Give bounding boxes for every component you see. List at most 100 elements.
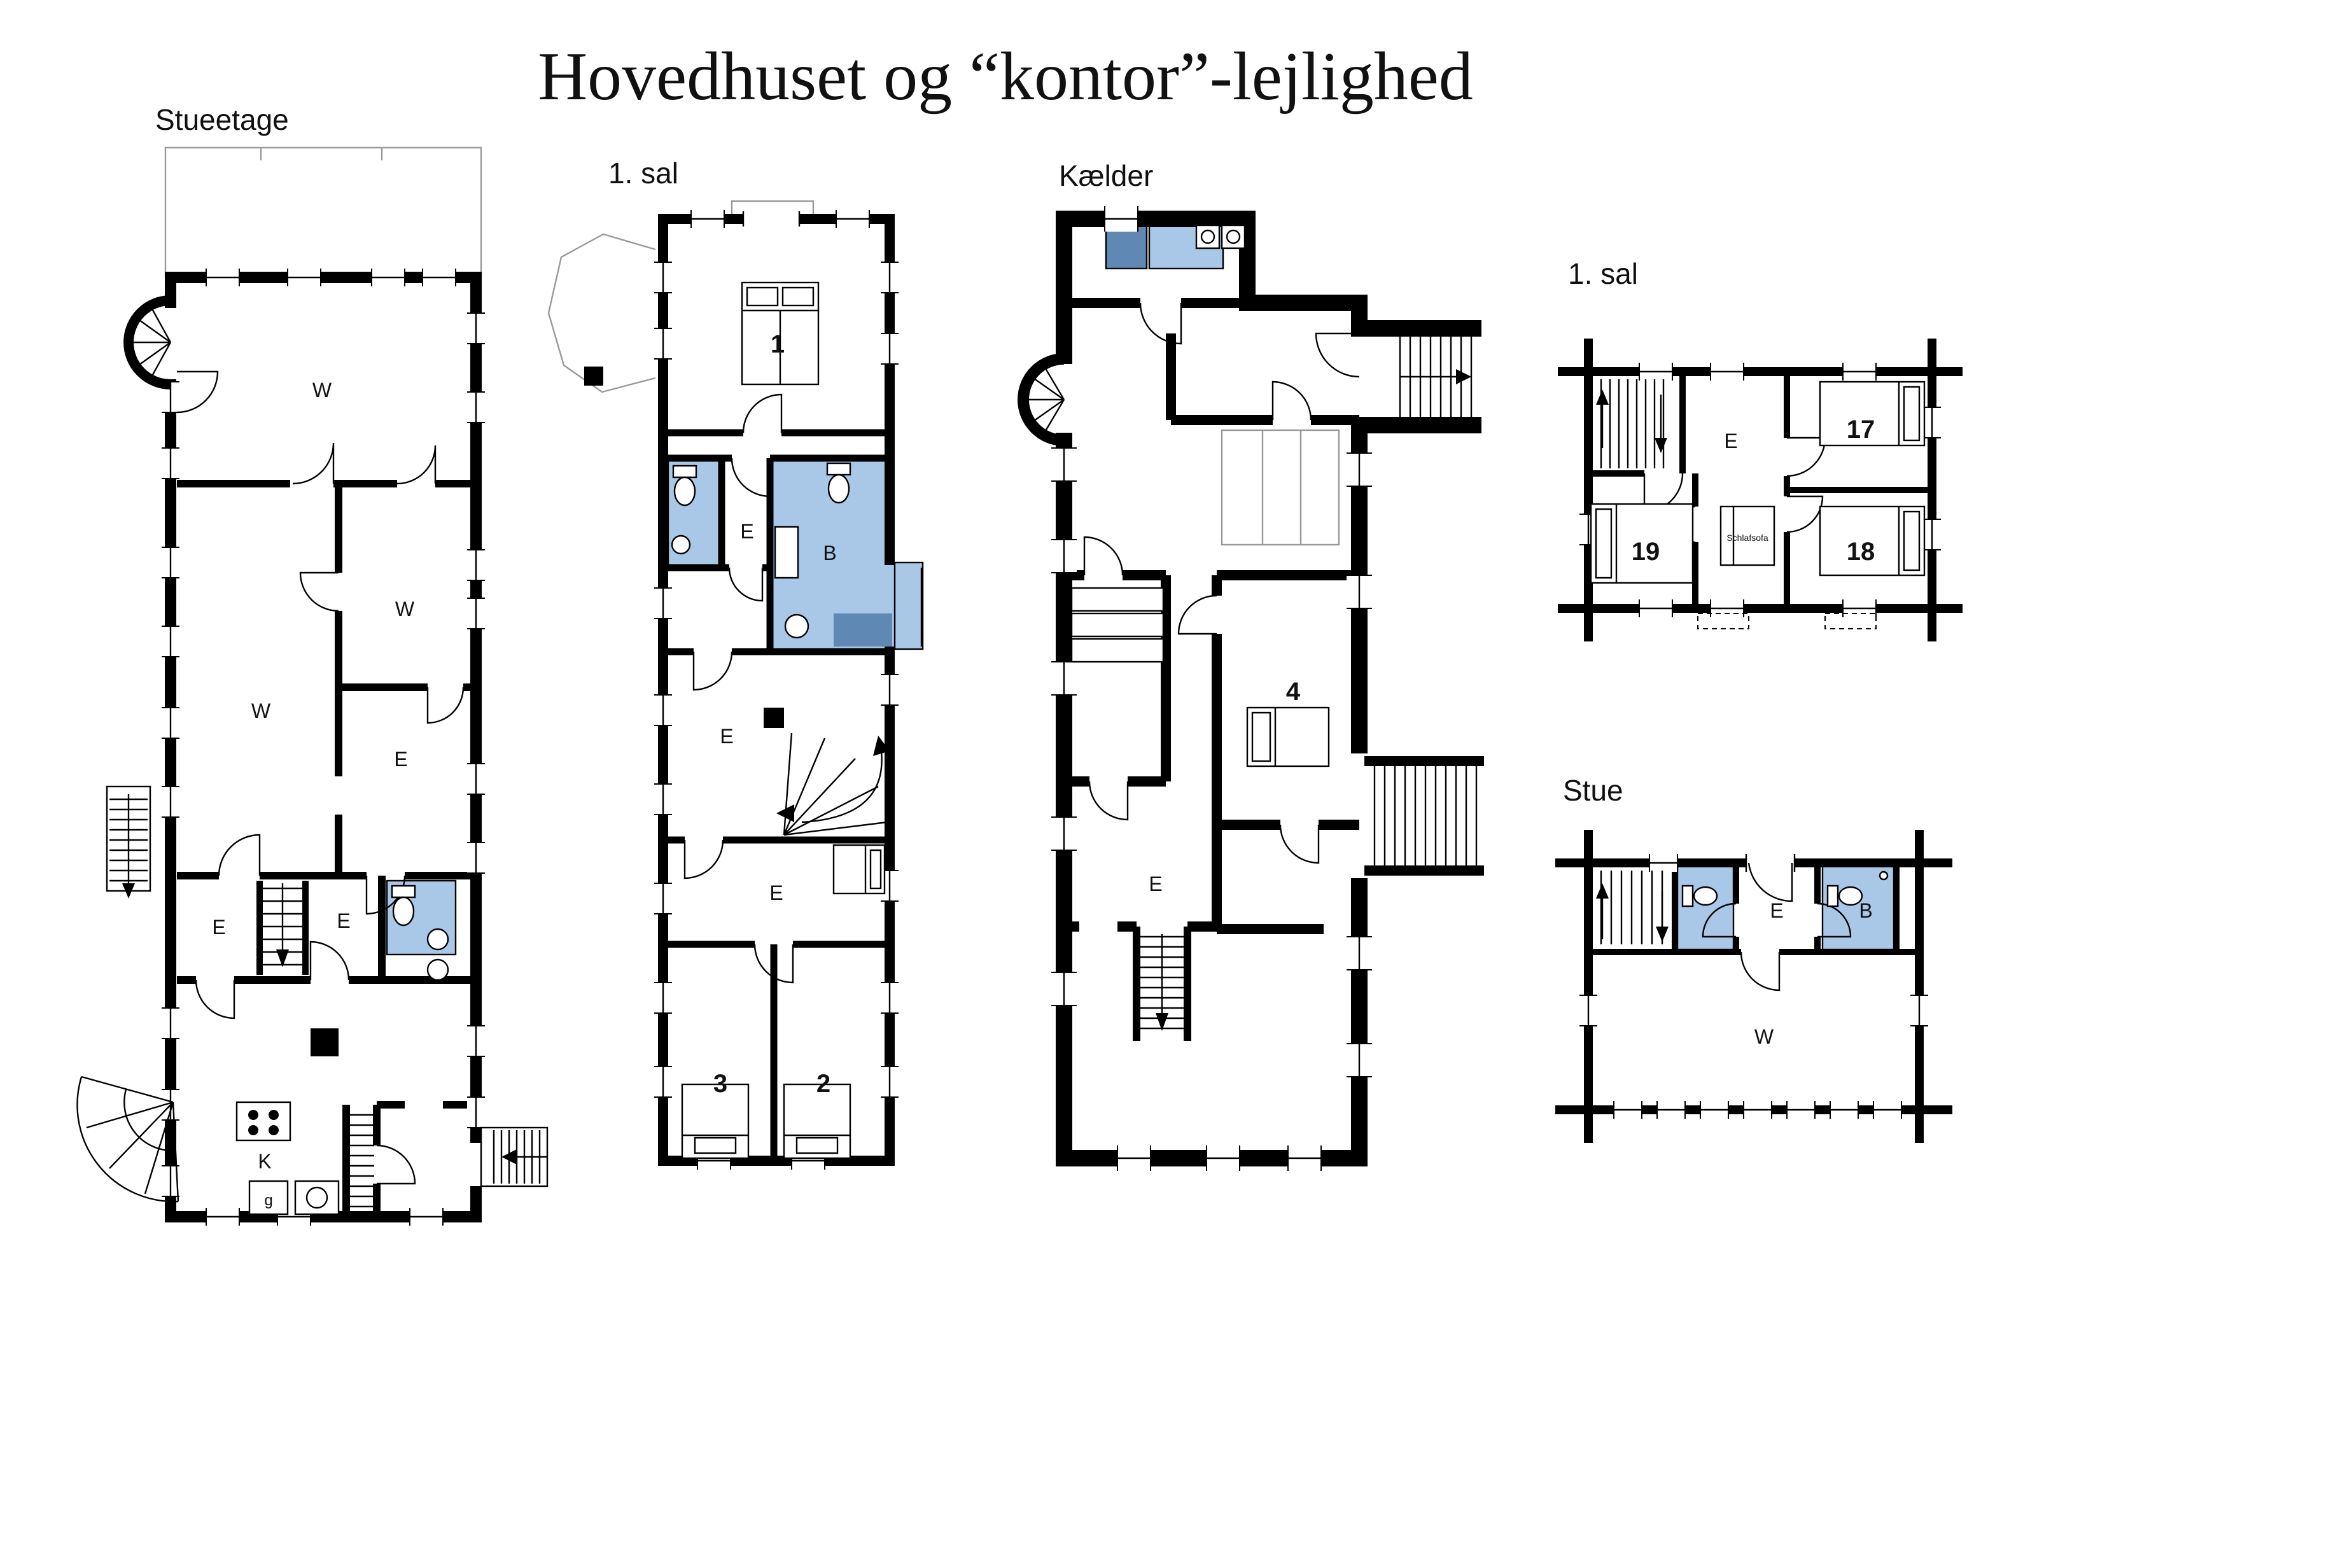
spiral-stair bbox=[123, 295, 179, 389]
doors bbox=[1083, 302, 1360, 864]
bed-18 bbox=[1819, 505, 1926, 577]
cabinet-outline bbox=[1221, 429, 1340, 546]
room-label-e: E bbox=[1724, 430, 1737, 452]
toilet-tank bbox=[391, 885, 416, 899]
corner-stubs bbox=[1558, 339, 1963, 641]
room-label-b: B bbox=[823, 542, 836, 564]
fixtures bbox=[235, 885, 449, 1215]
shower bbox=[774, 526, 799, 579]
windows bbox=[653, 209, 900, 1171]
toilet-tank bbox=[1681, 885, 1694, 907]
entry-stairs-right bbox=[1364, 756, 1484, 876]
pillar bbox=[311, 1028, 339, 1056]
entry-stairs-top bbox=[1399, 333, 1473, 420]
interior-walls bbox=[663, 429, 890, 1161]
room-label-e-mid: E bbox=[720, 725, 733, 748]
room-label-w-top: W bbox=[312, 379, 332, 402]
bed-room4 bbox=[1246, 706, 1330, 767]
bath-mat bbox=[834, 613, 892, 647]
spiral-stair bbox=[1018, 353, 1073, 446]
toilet-icon bbox=[392, 896, 415, 927]
bay-window bbox=[893, 561, 924, 650]
winder-stair bbox=[776, 732, 890, 836]
room-labels: E B W bbox=[1754, 899, 1873, 1048]
toilet-tank bbox=[672, 465, 697, 479]
stair-down bbox=[1139, 934, 1185, 1031]
sink-icon-2 bbox=[784, 613, 809, 639]
room-label-e: E bbox=[1149, 872, 1162, 895]
room-label-e-hall: E bbox=[740, 520, 753, 543]
sink-icon bbox=[426, 928, 449, 951]
plan-label-stueetage: Stueetage bbox=[155, 103, 289, 136]
interior-walls bbox=[1588, 372, 1932, 608]
toilet-icon bbox=[673, 476, 696, 507]
tower-outline bbox=[547, 233, 656, 393]
windows bbox=[1578, 853, 1929, 1120]
sink-icon bbox=[671, 535, 691, 555]
bed-e-room bbox=[832, 844, 886, 895]
bed-room1 bbox=[741, 281, 820, 386]
exterior-walls bbox=[1056, 211, 1481, 1166]
room-label-3: 3 bbox=[713, 1070, 727, 1098]
fixtures bbox=[1070, 224, 1340, 767]
room-label-17: 17 bbox=[1847, 416, 1875, 444]
wall-nib bbox=[764, 708, 784, 728]
plan-label-stue-office: Stue bbox=[1563, 774, 1623, 807]
chimney bbox=[584, 367, 603, 386]
page-title: Hovedhuset og “kontor”-lejlighed bbox=[538, 39, 1473, 115]
doors bbox=[176, 370, 465, 1185]
room-label-e-mid: E bbox=[337, 909, 350, 932]
room-label-2: 2 bbox=[816, 1070, 830, 1098]
stairs bbox=[1596, 379, 1667, 468]
terrace-outline bbox=[164, 146, 482, 277]
stove bbox=[235, 1101, 291, 1142]
plan-label-1sal-main: 1. sal bbox=[608, 157, 678, 190]
stairs bbox=[76, 785, 549, 1208]
room-labels: E 17 18 19 Schlafsofa bbox=[1632, 416, 1875, 566]
washer-icon bbox=[1195, 224, 1221, 249]
interior-walls bbox=[177, 480, 476, 1214]
plan-kaelder: Kælder bbox=[1018, 159, 1484, 1172]
bed-room2 bbox=[783, 1083, 851, 1159]
room-label-4: 4 bbox=[1286, 678, 1301, 706]
doors bbox=[683, 393, 794, 984]
room-label-e-low: E bbox=[769, 881, 783, 904]
room-label-w: W bbox=[1754, 1025, 1774, 1048]
furniture bbox=[1590, 381, 1926, 629]
windows bbox=[160, 267, 486, 1227]
room-label-e: E bbox=[1770, 899, 1783, 922]
room-label-kitchen: K bbox=[258, 1150, 271, 1173]
room-label-e-left: E bbox=[212, 916, 225, 939]
doors bbox=[1702, 862, 1852, 991]
room-label-19: 19 bbox=[1632, 538, 1660, 566]
plan-1sal-office: 1. sal E 17 18 19 Schlafsofa bbox=[1558, 257, 1963, 641]
room-label-g: g bbox=[264, 1192, 272, 1209]
toilet-tank-2 bbox=[1826, 885, 1839, 907]
room-label-schlafsofa: Schlafsofa bbox=[1726, 533, 1768, 543]
interior-walls bbox=[1588, 863, 1919, 955]
toilet-icon-2 bbox=[1838, 886, 1863, 906]
schlafsofa bbox=[1719, 505, 1775, 566]
plan-stue-office: Stue E B W bbox=[1555, 774, 1952, 1143]
plan-1sal-main: 1. sal bbox=[547, 157, 924, 1171]
room-label-b: B bbox=[1859, 899, 1872, 922]
radiator-dashed bbox=[1697, 613, 1749, 629]
boiler-icon bbox=[426, 958, 449, 981]
plan-label-kaelder: Kælder bbox=[1059, 159, 1153, 192]
room-label-w-mid: W bbox=[251, 699, 271, 722]
room-label-18: 18 bbox=[1847, 538, 1875, 566]
interior-walls bbox=[1064, 298, 1359, 934]
plan-label-1sal-office: 1. sal bbox=[1568, 257, 1638, 290]
bed-room3 bbox=[681, 1083, 750, 1159]
toilet-icon-2 bbox=[827, 473, 850, 504]
washer-icon-2 bbox=[1221, 224, 1246, 249]
bed-17 bbox=[1819, 381, 1926, 447]
plan-stueetage: Stueetage bbox=[76, 103, 549, 1227]
exterior-walls bbox=[165, 272, 482, 1222]
room-labels: W W W E E E K g bbox=[212, 379, 415, 1209]
fixtures bbox=[1681, 871, 1889, 907]
closet bbox=[1070, 587, 1165, 612]
fixtures bbox=[671, 281, 886, 1159]
